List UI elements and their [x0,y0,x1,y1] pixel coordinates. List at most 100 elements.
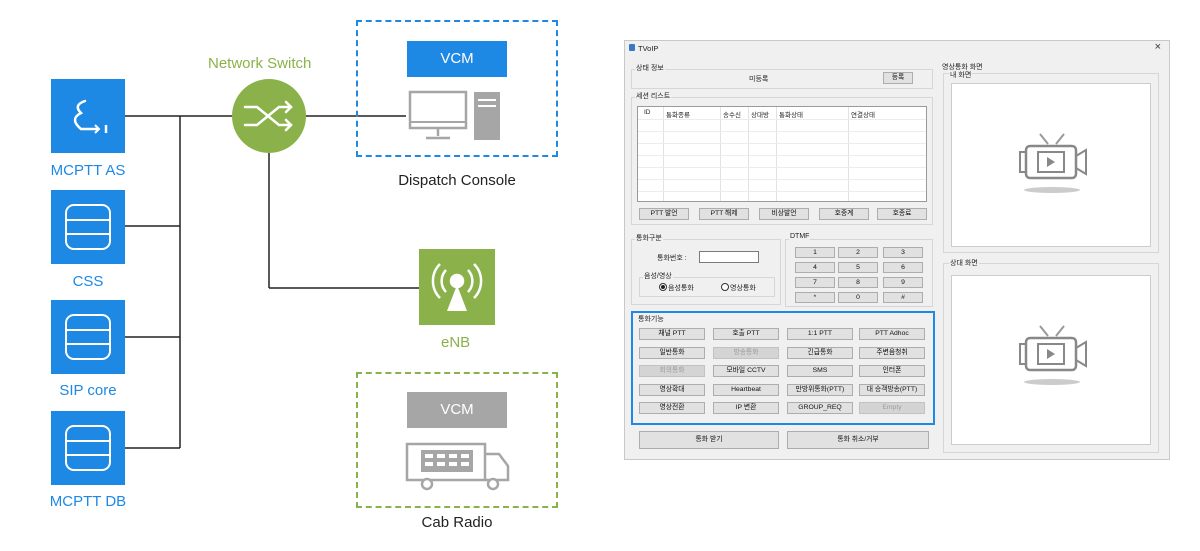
col-direction: 송수신 [723,112,741,119]
database-icon [65,314,111,360]
vcm-dispatch: VCM [407,41,507,77]
dtmf-key-2[interactable]: 3 [883,247,923,258]
peer-screen-label: 상대 화면 [949,258,979,268]
ptt-talk-button[interactable]: PTT 발언 [639,208,689,220]
mcptt-db-label: MCPTT DB [49,493,127,510]
my-screen-label: 내 화면 [949,70,973,80]
sip-core-node [51,300,125,374]
func-button-9[interactable]: 모바일 CCTV [713,365,779,377]
cab-radio-caption: Cab Radio [421,514,493,531]
dtmf-key-8[interactable]: 9 [883,277,923,288]
dtmf-key-1[interactable]: 2 [838,247,878,258]
dtmf-key-10[interactable]: 0 [838,292,878,303]
dtmf-key-5[interactable]: 6 [883,262,923,273]
enb-label: eNB [441,334,471,351]
receive-call-button[interactable]: 통화 받기 [639,431,779,449]
dtmf-key-4[interactable]: 5 [838,262,878,273]
call-number-input[interactable] [699,251,759,263]
col-connection: 연결상태 [851,112,875,119]
dispatch-console-box [356,20,558,157]
emergency-talk-button[interactable]: 비상발언 [759,208,809,220]
func-button-2[interactable]: 1:1 PTT [787,328,853,340]
func-button-4[interactable]: 일반통화 [639,346,705,359]
computer-icon [408,90,500,140]
video-group-label: 영상통화 화면 [941,62,984,72]
mcptt-as-label: MCPTT AS [50,162,126,179]
css-node [51,190,125,264]
dtmf-key-9[interactable]: * [795,292,835,303]
func-button-15[interactable]: 대 승객방송(PTT) [859,383,925,396]
voice-radio-label: 음성통화 [668,285,694,292]
register-button[interactable]: 등록 [883,72,913,84]
tvoip-window: TVoIP × 상태 정보 미등록 등록 세션 리스트 ID 통화종류 송수신 … [624,40,1170,460]
call-number-label: 통화번호 : [657,255,687,262]
func-button-19: Empty [859,402,925,414]
session-group [631,97,933,225]
cancel-call-button[interactable]: 통화 취소/거부 [787,431,929,449]
call-type-group [631,239,781,305]
func-button-11[interactable]: 인터폰 [859,365,925,377]
enb-icon [419,249,495,325]
mcptt-db-node [51,411,125,485]
ptt-release-button[interactable]: PTT 해제 [699,208,749,220]
av-group [639,277,775,297]
window-title: TVoIP [638,44,659,53]
call-type-group-label: 통화구분 [635,233,663,243]
session-group-label: 세션 리스트 [635,91,672,101]
close-icon[interactable]: × [1154,41,1161,53]
func-button-13[interactable]: Heartbeat [713,383,779,396]
cab-radio-box [356,372,558,508]
css-label: CSS [72,273,104,290]
peer-screen-group [943,263,1159,453]
dispatch-console-caption: Dispatch Console [398,172,516,189]
my-video-screen [951,83,1151,247]
func-group-label: 통화기능 [637,314,665,324]
network-switch-label: Network Switch [208,55,312,72]
dtmf-key-6[interactable]: 7 [795,277,835,288]
func-button-17[interactable]: IP 변환 [713,402,779,414]
call-relay-button[interactable]: 호중계 [819,208,869,220]
my-screen-group [943,73,1159,253]
func-button-0[interactable]: 채널 PTT [639,328,705,340]
video-camera-icon [1019,133,1087,193]
col-peer: 상대방 [751,112,769,119]
status-group [631,69,933,89]
call-end-button[interactable]: 호종료 [877,208,927,220]
peer-video-screen [951,275,1151,445]
video-radio-label: 영상통화 [730,285,756,292]
func-button-16[interactable]: 영상전환 [639,402,705,414]
mcptt-as-icon [73,99,108,134]
status-value: 미등록 [749,76,769,83]
voice-radio[interactable] [659,283,667,291]
call-functions-highlight [631,311,935,425]
truck-icon [405,442,510,491]
dtmf-group [785,239,933,307]
video-camera-icon [1019,325,1087,385]
mcptt-as-node [51,79,125,153]
col-call-status: 통화상태 [779,112,803,119]
func-button-3[interactable]: PTT Adhoc [859,328,925,340]
session-list[interactable]: ID 통화종류 송수신 상대방 통화상태 연결상태 [637,106,927,202]
sip-core-label: SIP core [59,382,117,399]
dtmf-key-7[interactable]: 8 [838,277,878,288]
col-id: ID [644,109,651,116]
dtmf-key-11[interactable]: # [883,292,923,303]
vcm-cab: VCM [407,392,507,428]
status-group-label: 상태 정보 [635,63,665,73]
dtmf-key-0[interactable]: 1 [795,247,835,258]
func-button-14[interactable]: 만방위통화(PTT) [787,383,853,396]
func-button-8: 회의통화 [639,365,705,377]
av-group-label: 음성/영상 [643,271,673,281]
database-icon [65,204,111,250]
col-call-type: 통화종류 [666,112,690,119]
dtmf-group-label: DTMF [789,233,811,240]
video-radio[interactable] [721,283,729,291]
func-button-12[interactable]: 영상확대 [639,383,705,396]
func-button-10[interactable]: SMS [787,365,853,377]
func-button-6[interactable]: 긴급통화 [787,346,853,359]
func-button-5: 방송통화 [713,346,779,359]
dtmf-key-3[interactable]: 4 [795,262,835,273]
func-button-1[interactable]: 호출 PTT [713,328,779,340]
func-button-18[interactable]: GROUP_REQ [787,402,853,414]
func-button-7[interactable]: 주변음청취 [859,346,925,359]
